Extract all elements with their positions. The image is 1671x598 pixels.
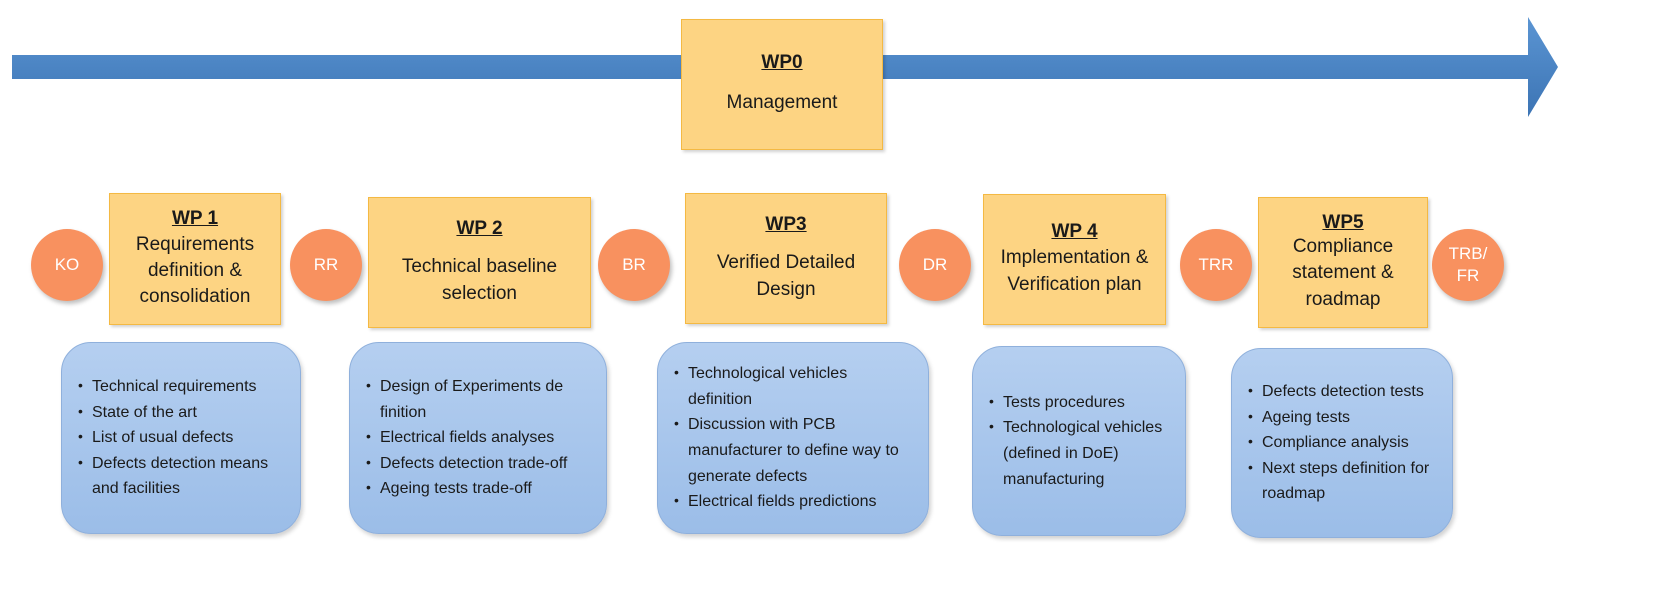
- wp1-code: WP 1: [171, 207, 219, 229]
- wp4-details-card: Tests procedures Technological vehicles …: [972, 346, 1186, 536]
- wp2-detail-item: Defects detection trade-off: [366, 451, 592, 477]
- wp5-name: Compliance statement & roadmap: [1292, 236, 1394, 310]
- wp1-name: Requirements definition & consolidation: [135, 233, 255, 308]
- wp4-detail-item: Technological vehicles (defined in DoE) …: [989, 415, 1171, 492]
- wp4-code: WP 4: [1051, 221, 1098, 243]
- wp0-name: Management: [726, 92, 838, 114]
- milestone-trr: TRR: [1180, 229, 1252, 301]
- milestone-br: BR: [598, 229, 670, 301]
- wp5-details-card: Defects detection tests Ageing tests Com…: [1231, 348, 1453, 538]
- wp3-detail-item: Electrical fields predictions: [674, 489, 914, 515]
- wp1-detail-item: List of usual defects: [78, 425, 286, 451]
- wp1-box: WP 1 Requirements definition & consolida…: [109, 193, 281, 325]
- wp3-details-card: Technological vehicles definition Discus…: [657, 342, 929, 534]
- milestone-ko: KO: [31, 229, 103, 301]
- wp2-box: WP 2 Technical baseline selection: [368, 197, 591, 328]
- wp0-management-box: WP0 Management: [681, 19, 883, 150]
- wp1-detail-item: State of the art: [78, 400, 286, 426]
- wp5-detail-item: Ageing tests: [1248, 405, 1438, 431]
- wp5-detail-item: Defects detection tests: [1248, 379, 1438, 405]
- wp0-code: WP0: [761, 52, 803, 74]
- wp2-detail-item: Ageing tests trade-off: [366, 476, 592, 502]
- wp5-detail-item: Compliance analysis: [1248, 430, 1438, 456]
- milestone-dr: DR: [899, 229, 971, 301]
- milestone-rr: RR: [290, 229, 362, 301]
- wp3-detail-item: Discussion with PCB manufacturer to defi…: [674, 412, 914, 489]
- wp1-detail-item: Defects detection means and facilities: [78, 451, 286, 502]
- wp4-name: Implementation & Verification plan: [1000, 247, 1149, 295]
- wp2-detail-item: Design of Experiments de finition: [366, 374, 592, 425]
- wp2-details-card: Design of Experiments de finition Electr…: [349, 342, 607, 534]
- wp3-box: WP3 Verified Detailed Design: [685, 193, 887, 324]
- wp1-details-card: Technical requirements State of the art …: [61, 342, 301, 534]
- wp2-name: Technical baseline selection: [401, 256, 558, 304]
- wp5-code: WP5: [1322, 212, 1364, 234]
- wp3-name: Verified Detailed Design: [716, 252, 856, 300]
- wp1-detail-item: Technical requirements: [78, 374, 286, 400]
- wp3-code: WP3: [765, 214, 807, 236]
- wp5-detail-item: Next steps definition for roadmap: [1248, 456, 1438, 507]
- wp2-detail-item: Electrical fields analyses: [366, 425, 592, 451]
- milestone-trb-fr: TRB/ FR: [1432, 229, 1504, 301]
- wp4-detail-item: Tests procedures: [989, 390, 1171, 416]
- wp3-detail-item: Technological vehicles definition: [674, 361, 914, 412]
- wp2-code: WP 2: [456, 218, 503, 240]
- wp5-box: WP5 Compliance statement & roadmap: [1258, 197, 1428, 328]
- wp4-box: WP 4 Implementation & Verification plan: [983, 194, 1166, 325]
